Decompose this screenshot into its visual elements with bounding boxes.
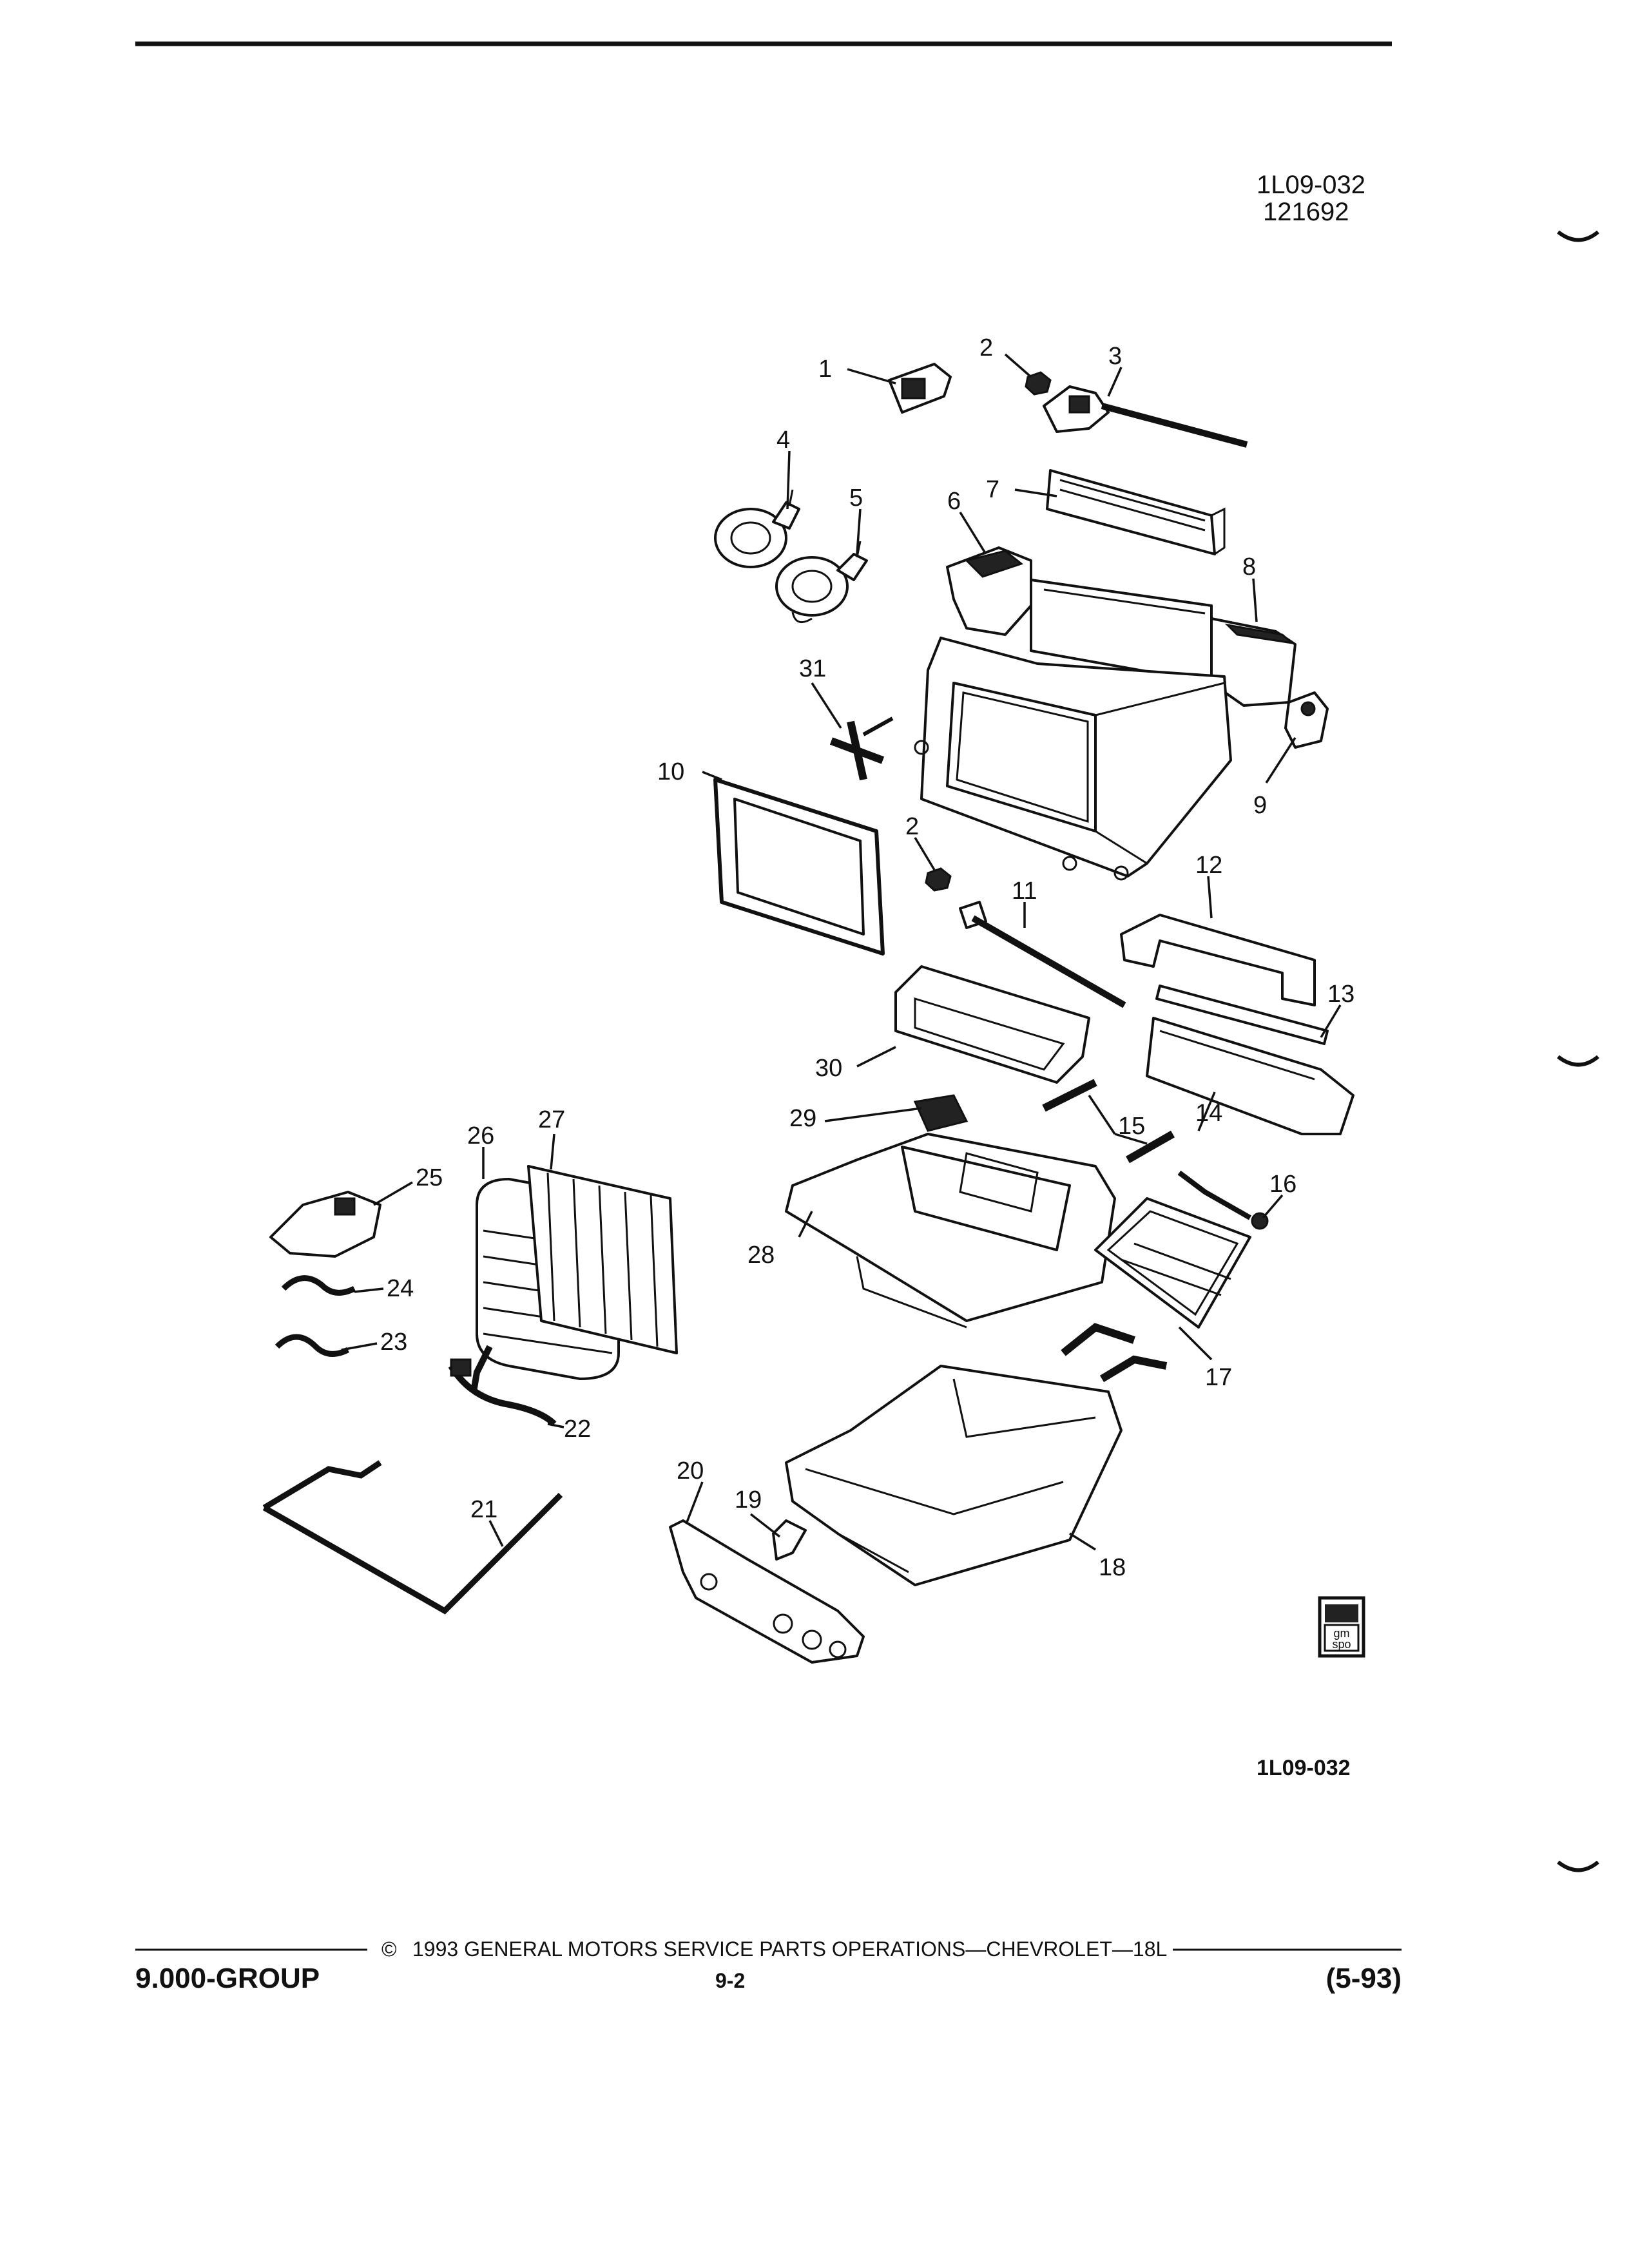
copyright-text: 1993 GENERAL MOTORS SERVICE PARTS OPERAT… xyxy=(412,1937,1167,1961)
part-7-grille xyxy=(1046,469,1226,555)
group-label: 9.000-GROUP xyxy=(135,1963,320,1994)
part-27-filter xyxy=(527,1165,678,1354)
part-21-rod xyxy=(262,1460,563,1615)
binding-mark xyxy=(1557,1860,1599,1872)
gm-spo-logo: gm spo xyxy=(1318,1596,1365,1658)
part-15-links xyxy=(1042,1079,1175,1164)
callout-31: 31 xyxy=(799,655,826,682)
callout-3: 3 xyxy=(1108,343,1122,370)
callout-21: 21 xyxy=(470,1496,497,1523)
callout-4: 4 xyxy=(776,427,790,454)
callout-27: 27 xyxy=(538,1106,565,1133)
figure-ref: 1L09-032 xyxy=(1257,1756,1351,1780)
part-2-nut-lower xyxy=(925,867,952,892)
part-1-bracket xyxy=(888,363,952,414)
callout-18: 18 xyxy=(1099,1554,1126,1581)
callout-5: 5 xyxy=(849,485,863,512)
callout-30: 30 xyxy=(815,1055,842,1082)
part-2-nut-top xyxy=(1025,371,1052,396)
part-5-actuator xyxy=(775,541,868,624)
part-23-clip xyxy=(275,1334,350,1357)
part-31-clip xyxy=(829,716,894,781)
part-14-duct xyxy=(1146,1017,1354,1135)
callout-15: 15 xyxy=(1118,1113,1145,1140)
revision-label: (5-93) xyxy=(1326,1963,1402,1994)
callout-10: 10 xyxy=(657,758,684,785)
part-3-rod xyxy=(1043,385,1248,448)
callout-14: 14 xyxy=(1195,1100,1222,1127)
callout-23: 23 xyxy=(380,1329,407,1356)
page-number: 9-2 xyxy=(715,1969,745,1992)
part-20-bracket xyxy=(669,1519,865,1664)
part-30-door xyxy=(894,965,1090,1084)
part-10-frame xyxy=(713,778,885,956)
part-4-actuator xyxy=(714,489,800,568)
callout-17: 17 xyxy=(1205,1364,1232,1391)
callout-16: 16 xyxy=(1269,1171,1296,1198)
logo-text-top: gm xyxy=(1333,1627,1349,1640)
part-upper-housing xyxy=(946,546,1296,707)
part-25-bracket xyxy=(269,1191,381,1258)
figure-id: 1L09-032 xyxy=(1257,171,1365,199)
binding-mark xyxy=(1557,1055,1599,1067)
callout-1: 1 xyxy=(818,356,832,383)
part-13-strip xyxy=(1155,985,1329,1045)
callout-20: 20 xyxy=(677,1457,704,1485)
callout-28: 28 xyxy=(747,1242,775,1269)
part-19-drain xyxy=(772,1519,807,1561)
callout-26: 26 xyxy=(467,1122,494,1149)
part-17-heater-core xyxy=(1061,1197,1251,1383)
callout-13: 13 xyxy=(1327,981,1354,1008)
callout-labels: 1 2 3 4 5 6 7 8 9 10 11 12 13 14 15 16 1… xyxy=(380,334,1354,1581)
part-main-case xyxy=(914,637,1232,881)
part-11-rod xyxy=(959,901,1126,1008)
callout-24: 24 xyxy=(387,1275,414,1302)
callout-12: 12 xyxy=(1195,852,1222,879)
part-18-lower-housing xyxy=(785,1365,1123,1586)
callout-2-top: 2 xyxy=(979,334,993,361)
leader-lines xyxy=(341,353,1342,1551)
part-9-bracket xyxy=(1284,691,1329,749)
part-22-harness xyxy=(448,1358,557,1427)
callout-11: 11 xyxy=(1012,878,1037,905)
callout-8: 8 xyxy=(1242,553,1256,581)
callout-7: 7 xyxy=(986,476,999,503)
part-28-lower-case xyxy=(785,1094,1116,1329)
part-24-clip xyxy=(281,1275,356,1296)
callout-6: 6 xyxy=(947,488,961,515)
date-code: 121692 xyxy=(1263,198,1349,226)
callout-2-lower: 2 xyxy=(905,813,919,840)
binding-mark xyxy=(1557,230,1599,242)
callout-22: 22 xyxy=(564,1416,591,1443)
logo-text-bottom: spo xyxy=(1332,1638,1351,1651)
copyright-symbol: © xyxy=(381,1937,397,1961)
callout-29: 29 xyxy=(789,1105,816,1132)
part-12-cover xyxy=(1120,914,1316,1006)
callout-9: 9 xyxy=(1253,792,1267,819)
callout-19: 19 xyxy=(735,1486,762,1514)
callout-25: 25 xyxy=(416,1164,443,1191)
